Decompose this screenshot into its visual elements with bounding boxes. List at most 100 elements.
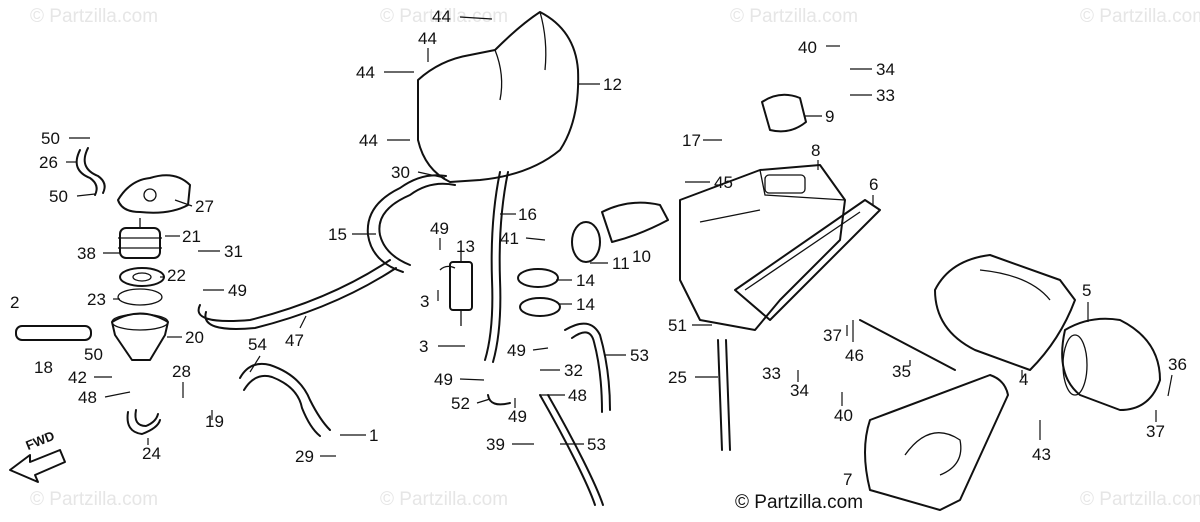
callout-30: 30 <box>391 163 410 182</box>
callout-17: 17 <box>682 131 701 150</box>
callout-18: 18 <box>34 358 53 377</box>
fwd-indicator: FWD <box>9 428 66 483</box>
callout-6: 6 <box>869 175 878 194</box>
callout-37: 37 <box>823 326 842 345</box>
callout-44: 44 <box>432 7 451 26</box>
callout-9: 9 <box>825 107 834 126</box>
callout-34: 34 <box>790 381 809 400</box>
callout-33: 33 <box>876 86 895 105</box>
air-cleaner-case-8 <box>679 164 846 331</box>
pump-body-20 <box>111 312 169 361</box>
callout-50: 50 <box>41 129 60 148</box>
callout-32: 32 <box>564 361 583 380</box>
callout-50: 50 <box>84 345 103 364</box>
watermark-layer: © Partzilla.com © Partzilla.com © Partzi… <box>30 6 1200 510</box>
callout-34: 34 <box>876 60 895 79</box>
air-filter-element-5 <box>1061 317 1161 411</box>
fuel-pump-21 <box>118 218 162 259</box>
band-11 <box>571 221 601 263</box>
callout-45: 45 <box>714 173 733 192</box>
callout-49: 49 <box>430 219 449 238</box>
callout-54: 54 <box>248 335 267 354</box>
callout-23: 23 <box>87 290 106 309</box>
callout-3: 3 <box>420 292 429 311</box>
callout-29: 29 <box>295 447 314 466</box>
callout-49: 49 <box>507 341 526 360</box>
hose-24 <box>126 409 161 435</box>
callout-35: 35 <box>892 362 911 381</box>
tube-10 <box>601 201 669 243</box>
watermark: © Partzilla.com <box>30 489 158 510</box>
breather-tube-30-15 <box>366 174 456 273</box>
callout-25: 25 <box>668 368 687 387</box>
callout-14: 14 <box>576 271 595 290</box>
callout-48: 48 <box>78 388 97 407</box>
hose-26 <box>75 147 106 196</box>
callout-50: 50 <box>49 187 68 206</box>
callout-4: 4 <box>1019 370 1028 389</box>
callout-44: 44 <box>418 29 437 48</box>
callout-21: 21 <box>182 227 201 246</box>
callout-47: 47 <box>285 331 304 350</box>
callout-37: 37 <box>1146 422 1165 441</box>
air-filter-housing-4 <box>934 254 1076 371</box>
tube-25 <box>717 339 731 451</box>
callout-48: 48 <box>568 386 587 405</box>
callout-53: 53 <box>587 435 606 454</box>
watermark: © Partzilla.com <box>730 6 858 27</box>
callout-33: 33 <box>762 364 781 383</box>
callout-14: 14 <box>576 295 595 314</box>
watermark: © Partzilla.com <box>380 489 508 510</box>
callout-3: 3 <box>419 337 428 356</box>
battery-case-12 <box>417 11 580 183</box>
callout-40: 40 <box>834 406 853 425</box>
callout-42: 42 <box>68 368 87 387</box>
callout-13: 13 <box>456 237 475 256</box>
callout-5: 5 <box>1082 281 1091 300</box>
valve-body-27 <box>117 174 191 214</box>
callout-28: 28 <box>172 362 191 381</box>
callout-8: 8 <box>811 141 820 160</box>
callout-49: 49 <box>508 407 527 426</box>
diaphragm-22 <box>119 267 165 287</box>
drain-tube-16 <box>484 171 509 363</box>
callout-10: 10 <box>632 247 651 266</box>
callout-44: 44 <box>359 131 378 150</box>
hose-52 <box>487 394 511 406</box>
callout-41: 41 <box>500 229 519 248</box>
callout-53: 53 <box>630 346 649 365</box>
callout-49: 49 <box>228 281 247 300</box>
fwd-label: FWD <box>23 428 56 453</box>
callout-46: 46 <box>845 346 864 365</box>
callout-36: 36 <box>1168 355 1187 374</box>
hose-54 <box>239 362 331 437</box>
callout-39: 39 <box>486 435 505 454</box>
fuel-line-47 <box>197 259 397 330</box>
callout-49: 49 <box>434 370 453 389</box>
callout-12: 12 <box>603 75 622 94</box>
callout-43: 43 <box>1032 445 1051 464</box>
callouts: 44 44 44 44 12 40 34 33 9 17 8 45 6 50 2… <box>10 7 1187 489</box>
callout-2: 2 <box>10 293 19 312</box>
callout-7: 7 <box>843 470 852 489</box>
callout-20: 20 <box>185 328 204 347</box>
rod-35 <box>859 319 956 371</box>
joint-9 <box>761 93 807 133</box>
leader-lines <box>66 16 1173 457</box>
tube-53-lower <box>539 394 604 506</box>
plate-7 <box>864 374 1009 511</box>
callout-19: 19 <box>205 412 224 431</box>
clamps-14 <box>517 268 561 317</box>
tube-53-upper <box>564 322 611 413</box>
callout-11: 11 <box>612 254 630 273</box>
watermark: © Partzilla.com <box>1080 6 1200 27</box>
o-ring-23 <box>117 288 163 306</box>
pipe-18 <box>15 325 92 341</box>
callout-52: 52 <box>451 394 470 413</box>
callout-26: 26 <box>39 153 58 172</box>
callout-22: 22 <box>167 266 186 285</box>
watermark: © Partzilla.com <box>1080 489 1200 510</box>
callout-24: 24 <box>142 444 161 463</box>
callout-27: 27 <box>195 197 214 216</box>
